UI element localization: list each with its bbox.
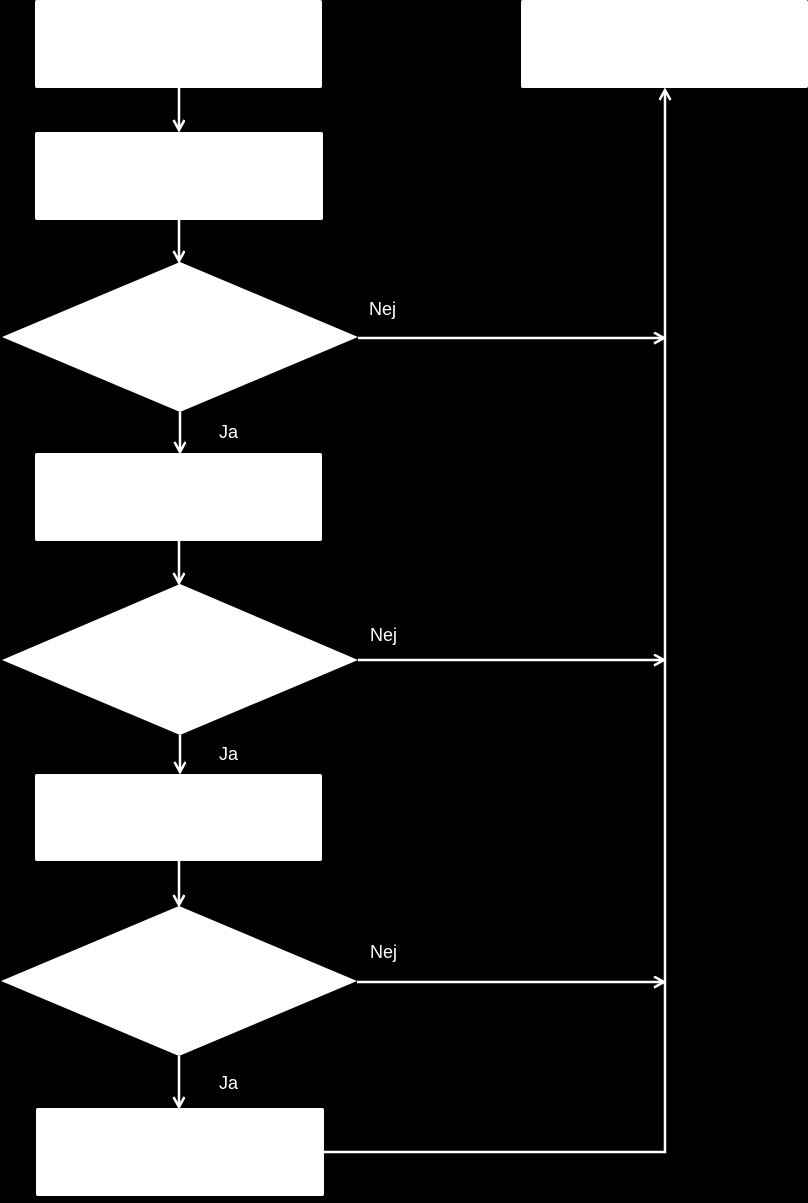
return-path-to-end [324, 90, 665, 1154]
process-box-4 [35, 774, 322, 861]
end-process-box [521, 0, 808, 88]
no-label-2: Nej [370, 625, 397, 645]
no-label-1: Nej [369, 299, 396, 319]
yes-label-1: Ja [219, 422, 239, 442]
process-box-2 [35, 132, 323, 220]
decision-diamond-1 [2, 262, 358, 412]
yes-label-3: Ja [219, 1073, 239, 1093]
process-box-5 [36, 1108, 324, 1196]
decision-diamond-3 [1, 906, 357, 1056]
yes-label-2: Ja [219, 744, 239, 764]
decision-diamond-2 [2, 584, 358, 735]
process-box-3 [35, 453, 322, 541]
no-label-3: Nej [370, 942, 397, 962]
start-process-box [35, 0, 322, 88]
